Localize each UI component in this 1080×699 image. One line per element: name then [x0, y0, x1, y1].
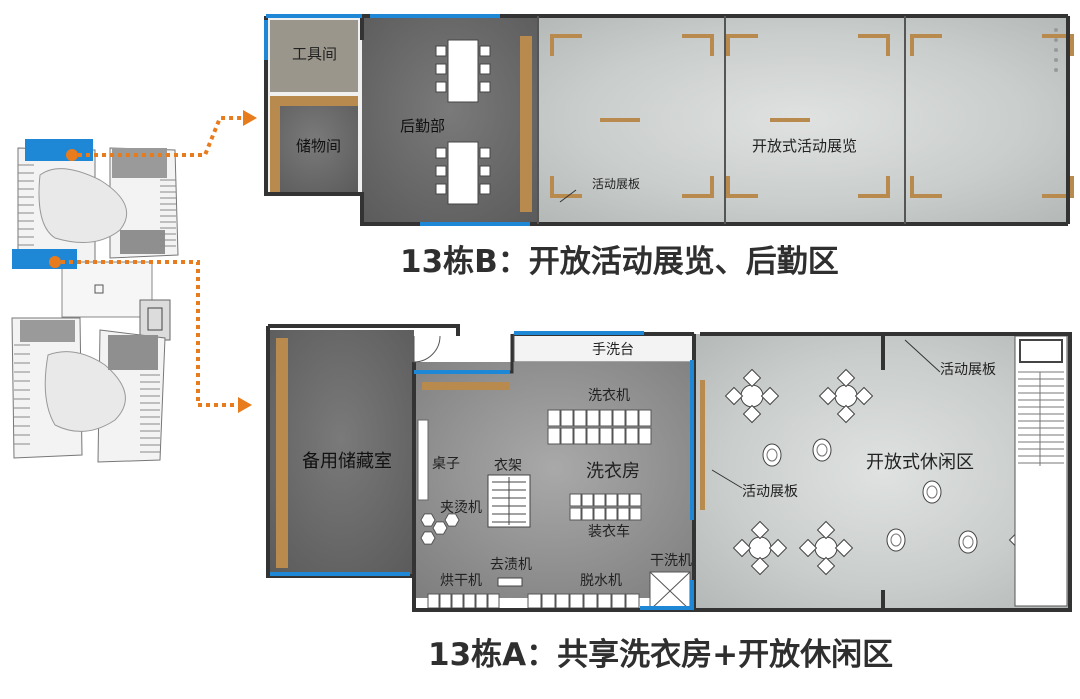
site-highlight-13a [12, 249, 77, 269]
room-label-open-exhibit: 开放式活动展览 [752, 137, 858, 155]
plan-13b [264, 14, 1074, 226]
room-label-board-b: 活动展板 [592, 177, 641, 191]
plan-13a [266, 189, 1072, 612]
room-label-laundry: 洗衣房 [586, 461, 640, 482]
room-label-storage: 储物间 [296, 137, 342, 155]
room-label-tool: 工具间 [292, 45, 338, 63]
room-label-stain: 去渍机 [490, 557, 532, 573]
room-label-lounge: 开放式休闲区 [866, 452, 974, 473]
room-label-board-mid: 活动展板 [742, 484, 798, 500]
site-highlight-13b [25, 139, 93, 161]
room-label-board-top: 活动展板 [940, 362, 996, 378]
caption-13a: 13栋A：共享洗衣房+开放休闲区 [428, 637, 894, 673]
room-label-table: 桌子 [432, 456, 460, 472]
room-label-logistics: 后勤部 [400, 117, 446, 135]
site-plan [8, 138, 188, 468]
room-label-backup-storage: 备用储藏室 [302, 451, 392, 472]
room-label-rack: 衣架 [494, 458, 522, 474]
room-label-spin: 脱水机 [580, 573, 622, 589]
room-label-washer: 洗衣机 [588, 388, 630, 404]
caption-13b: 13栋B：开放活动展览、后勤区 [400, 244, 839, 280]
room-label-handwash: 手洗台 [592, 342, 634, 358]
connector-arrows [49, 110, 257, 413]
room-label-cart: 装衣车 [588, 524, 630, 540]
room-label-ironer: 夹烫机 [440, 500, 482, 516]
room-label-dryer: 烘干机 [440, 573, 482, 589]
room-label-hand-dryer: 干洗机 [650, 553, 692, 569]
